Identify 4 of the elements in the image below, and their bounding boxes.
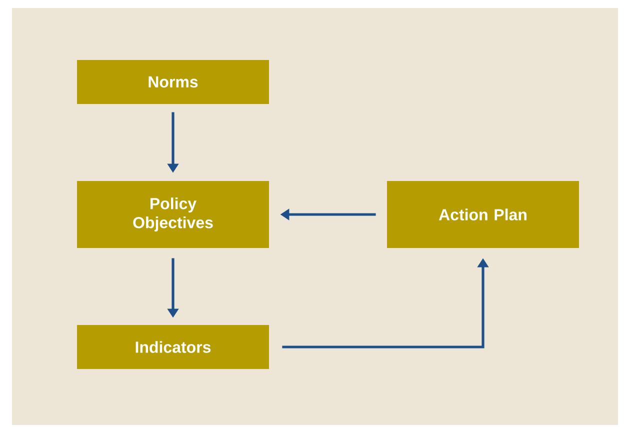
process-box: Norms <box>77 60 269 104</box>
process-box: Policy Objectives <box>77 181 269 248</box>
process-box: Action Plan <box>387 181 579 248</box>
process-box: Indicators <box>77 325 269 369</box>
